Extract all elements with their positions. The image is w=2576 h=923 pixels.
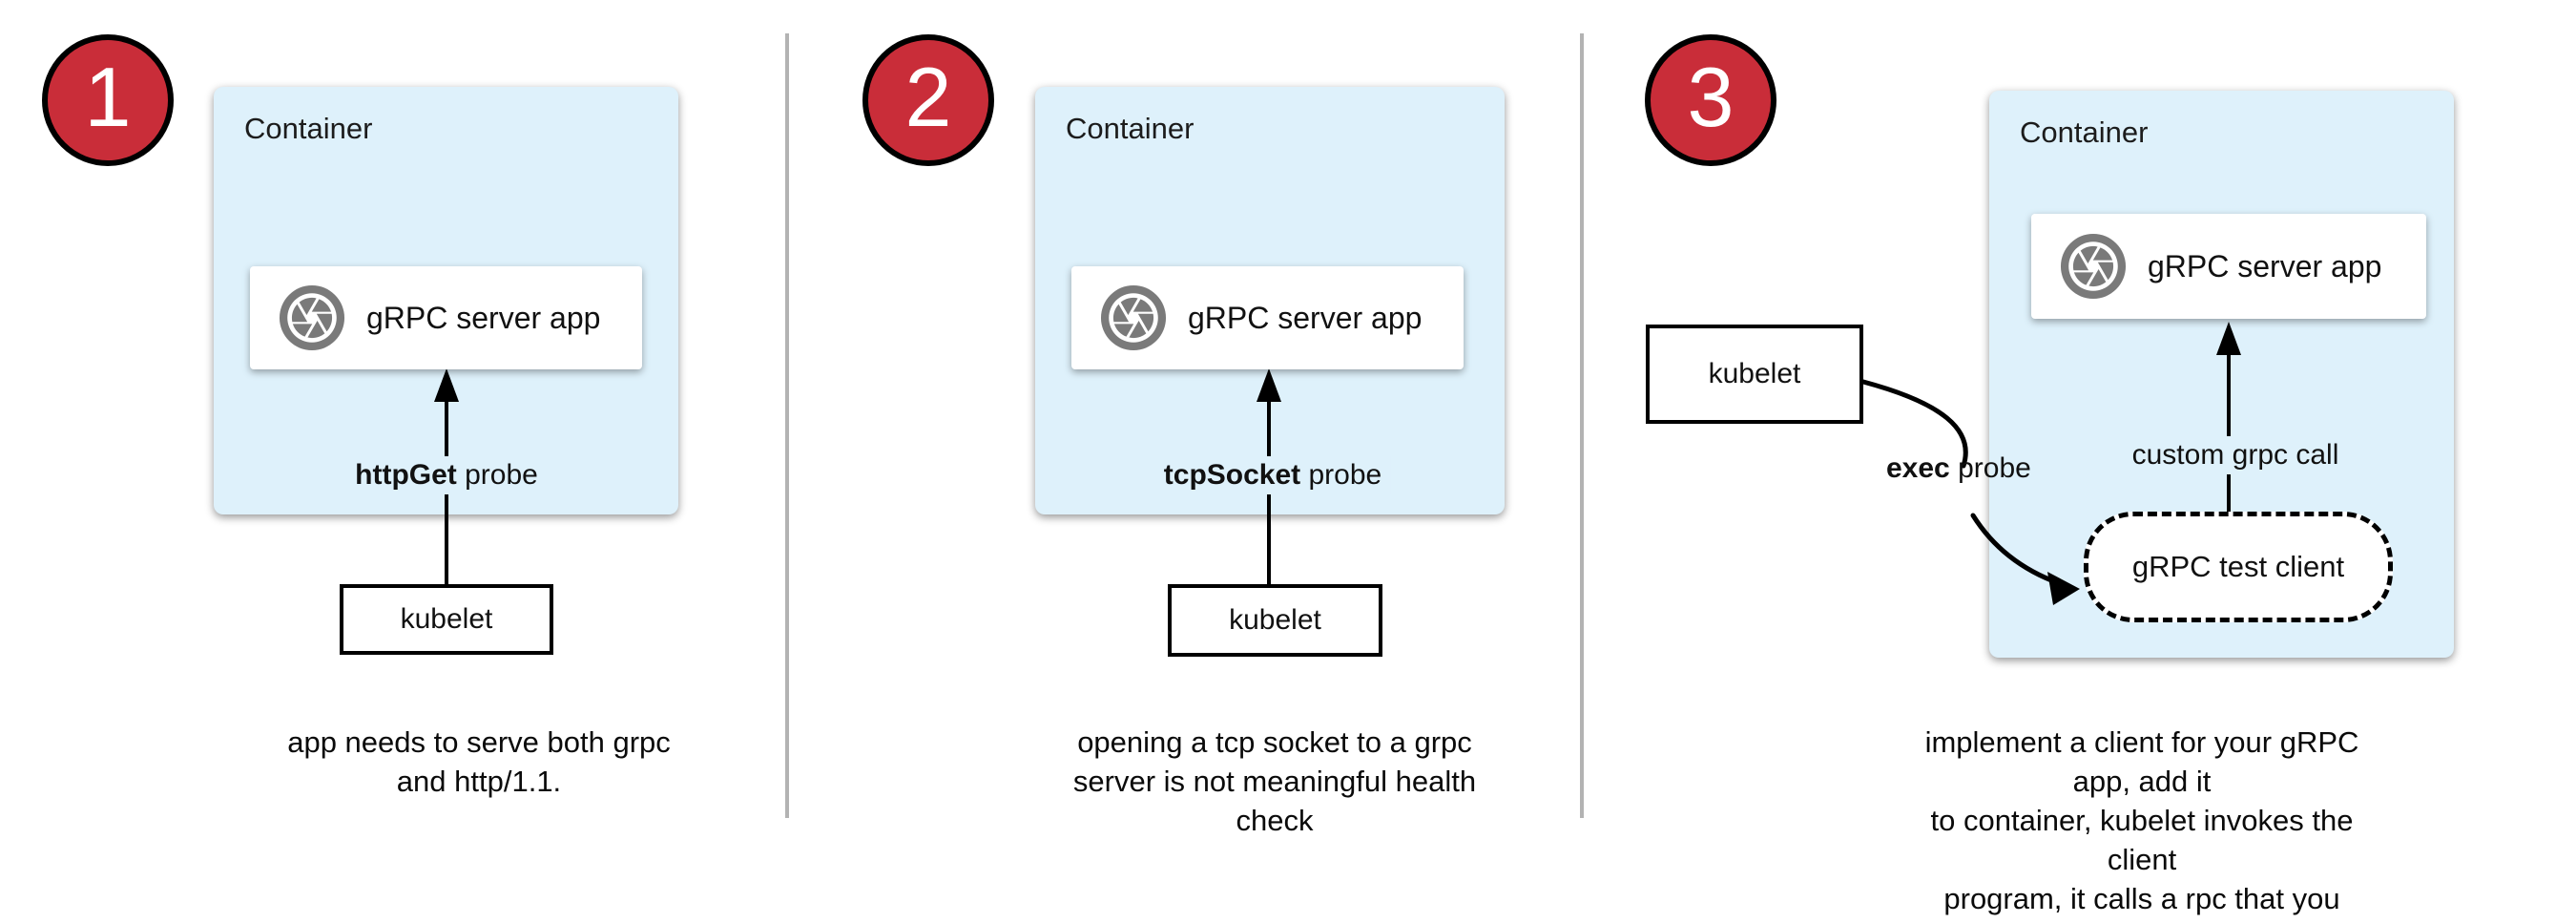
grpc-server-app-box-1: gRPC server app	[250, 266, 642, 369]
grpc-server-app-label-3: gRPC server app	[2148, 248, 2382, 283]
step-badge-1: 1	[42, 34, 174, 166]
exec-probe-label: exec probe	[1886, 452, 2031, 485]
caption-1: app needs to serve both grpc and http/1.…	[287, 725, 671, 798]
step-badge-2: 2	[862, 34, 994, 166]
tcpsocket-probe-label: tcpSocket probe	[1153, 456, 1392, 494]
grpc-test-client-label: gRPC test client	[2131, 550, 2345, 583]
panel-divider-2	[1580, 33, 1584, 818]
grpc-server-app-label-2: gRPC server app	[1188, 300, 1423, 335]
grpc-aperture-icon	[2060, 233, 2127, 300]
container-label-1: Container	[244, 112, 373, 145]
step-badge-3: 3	[1645, 34, 1776, 166]
container-label-2: Container	[1066, 112, 1195, 145]
probe-kind-3: exec	[1886, 452, 1950, 484]
httpget-probe-label: httpGet probe	[345, 456, 548, 494]
grpc-aperture-icon	[279, 284, 345, 351]
custom-grpc-call-label: custom grpc call	[2122, 436, 2349, 474]
kubelet-box-2: kubelet	[1168, 584, 1382, 657]
panel-divider-1	[785, 33, 789, 818]
probe-word-2: probe	[1300, 459, 1382, 491]
probe-kind-1: httpGet	[355, 459, 457, 491]
kubelet-label-2: kubelet	[1229, 604, 1321, 636]
container-label-3: Container	[2020, 115, 2149, 149]
probe-word-1: probe	[456, 459, 538, 491]
grpc-server-app-label-1: gRPC server app	[366, 300, 601, 335]
grpc-test-client-box: gRPC test client	[2084, 512, 2393, 622]
kubelet-label-3: kubelet	[1708, 358, 1801, 389]
probe-word-3: probe	[1949, 452, 2031, 484]
kubelet-box-3: kubelet	[1646, 325, 1863, 424]
caption-2: opening a tcp socket to a grpc server is…	[1072, 725, 1477, 837]
grpc-server-app-box-3: gRPC server app	[2031, 214, 2426, 319]
grpc-server-app-box-2: gRPC server app	[1071, 266, 1464, 369]
probe-kind-2: tcpSocket	[1163, 459, 1301, 491]
caption-3: implement a client for your gRPC app, ad…	[1924, 725, 2359, 923]
kubelet-box-1: kubelet	[340, 584, 553, 655]
kubelet-label-1: kubelet	[400, 603, 493, 635]
grpc-aperture-icon	[1100, 284, 1167, 351]
